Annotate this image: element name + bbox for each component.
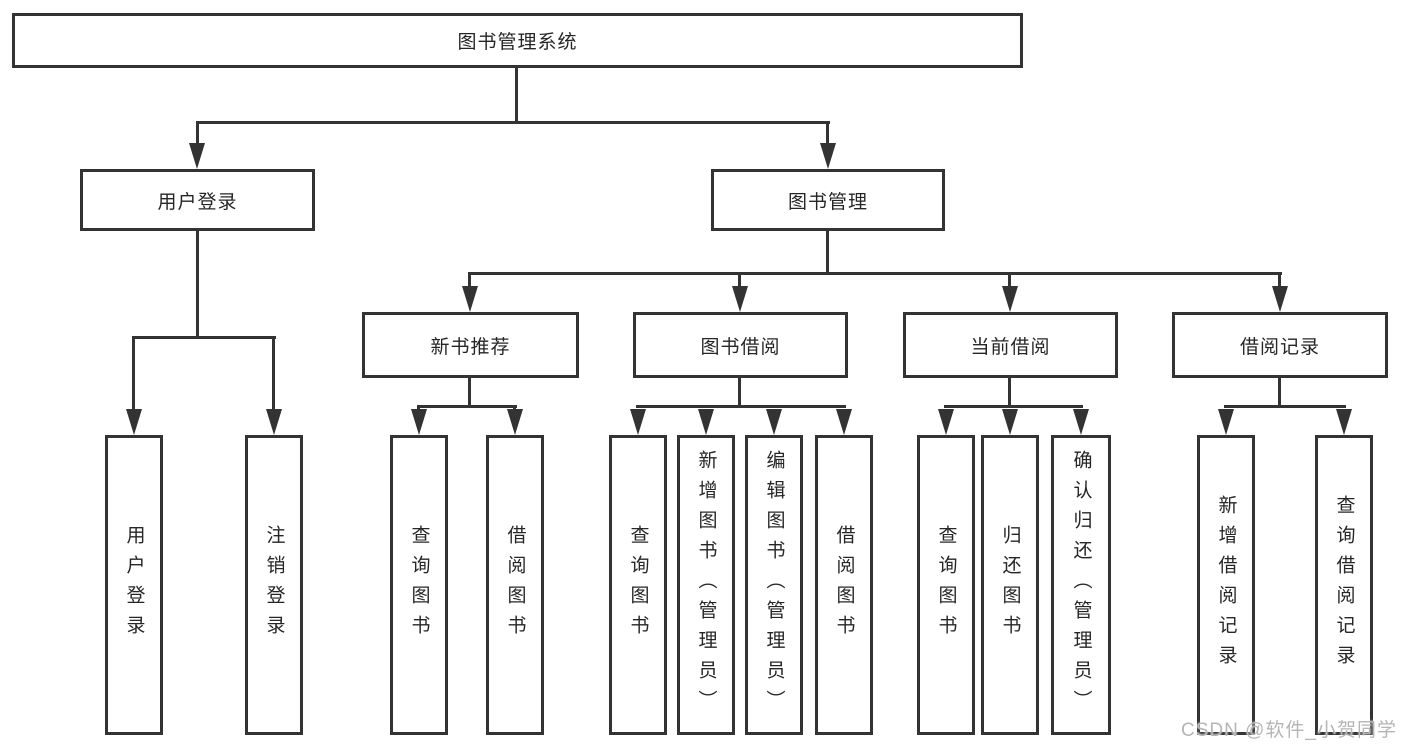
node-label: 确认归还（管理员） <box>1070 450 1092 720</box>
arrow-down-icon <box>411 409 427 435</box>
node-label: 查询图书 <box>408 525 430 645</box>
arrow-down-icon <box>126 409 142 435</box>
arrow-down-icon <box>938 409 954 435</box>
connector-root-rail <box>196 121 830 124</box>
node-label: 图书管理 <box>787 191 868 213</box>
connector-root-stem <box>515 68 518 124</box>
watermark: CSDN @软件_小贺同学 <box>1181 720 1397 741</box>
arrow-down-icon <box>836 409 852 435</box>
leaf-borrow-books-recommend: 借阅图书 <box>486 435 544 735</box>
connector-current-borrow-rail <box>944 405 1083 408</box>
connector-drop-book-borrow <box>738 272 741 292</box>
node-borrowing-records: 借阅记录 <box>1172 312 1388 378</box>
node-root-library-system: 图书管理系统 <box>12 13 1023 68</box>
leaf-query-borrow-record: 查询借阅记录 <box>1315 435 1373 735</box>
connector-book-mgmt-rail <box>468 272 1282 275</box>
node-new-book-recommend: 新书推荐 <box>362 312 579 378</box>
connector-borrow-record-rail <box>1224 405 1346 408</box>
connector-book-mgmt-stem <box>826 231 829 275</box>
connector-drop-leaf-user-login <box>132 336 135 414</box>
arrow-down-icon <box>698 409 714 435</box>
connector-drop-current-borrow <box>1008 272 1011 292</box>
leaf-add-book-admin: 新增图书（管理员） <box>677 435 735 735</box>
arrow-down-icon <box>266 409 282 435</box>
leaf-query-books-borrowing: 查询图书 <box>609 435 667 735</box>
connector-borrow-record-stem <box>1278 378 1281 408</box>
connector-current-borrow-stem <box>1008 378 1011 408</box>
connector-drop-new-book-rec <box>468 272 471 292</box>
node-label: 查询图书 <box>627 525 649 645</box>
node-label: 当前借阅 <box>970 336 1051 358</box>
leaf-confirm-return-admin: 确认归还（管理员） <box>1051 435 1111 735</box>
arrow-down-icon <box>1073 409 1089 435</box>
node-label: 图书借阅 <box>700 336 781 358</box>
leaf-query-books-current: 查询图书 <box>917 435 975 735</box>
node-label: 借阅图书 <box>833 525 855 645</box>
leaf-user-login: 用户登录 <box>105 435 163 735</box>
node-label: 借阅图书 <box>504 525 526 645</box>
arrow-down-icon <box>507 409 523 435</box>
arrow-down-icon <box>732 286 748 312</box>
leaf-add-borrow-record: 新增借阅记录 <box>1197 435 1255 735</box>
connector-drop-borrow-record <box>1278 272 1281 292</box>
node-book-borrowing: 图书借阅 <box>633 312 848 378</box>
node-label: 新书推荐 <box>430 336 511 358</box>
connector-user-login-rail <box>132 336 276 339</box>
arrow-down-icon <box>1002 286 1018 312</box>
connector-book-borrow-stem <box>738 378 741 408</box>
arrow-down-icon <box>462 286 478 312</box>
arrow-down-icon <box>189 143 205 169</box>
connector-user-login-stem <box>196 231 199 339</box>
arrow-down-icon <box>1218 409 1234 435</box>
arrow-down-icon <box>766 409 782 435</box>
node-user-login: 用户登录 <box>80 169 315 231</box>
connector-new-book-rec-stem <box>468 378 471 408</box>
connector-drop-leaf-logout <box>272 336 275 414</box>
leaf-borrow-books-borrowing: 借阅图书 <box>815 435 873 735</box>
connector-book-borrow-rail <box>636 405 846 408</box>
node-label: 借阅记录 <box>1239 336 1320 358</box>
leaf-edit-book-admin: 编辑图书（管理员） <box>745 435 803 735</box>
connector-new-book-rec-rail <box>417 405 517 408</box>
node-label: 编辑图书（管理员） <box>763 450 785 720</box>
leaf-query-books-recommend: 查询图书 <box>390 435 448 735</box>
leaf-return-book: 归还图书 <box>981 435 1039 735</box>
connector-drop-user-login <box>196 121 199 149</box>
node-label: 查询图书 <box>935 525 957 645</box>
arrow-down-icon <box>1002 409 1018 435</box>
arrow-down-icon <box>820 143 836 169</box>
node-book-management: 图书管理 <box>711 169 945 231</box>
leaf-logout: 注销登录 <box>245 435 303 735</box>
node-label: 用户登录 <box>123 525 145 645</box>
node-label: 归还图书 <box>999 525 1021 645</box>
node-current-borrowing: 当前借阅 <box>903 312 1118 378</box>
arrow-down-icon <box>1272 286 1288 312</box>
node-label: 新增图书（管理员） <box>695 450 717 720</box>
node-label: 查询借阅记录 <box>1333 495 1355 675</box>
node-label: 新增借阅记录 <box>1215 495 1237 675</box>
arrow-down-icon <box>1336 409 1352 435</box>
node-label: 用户登录 <box>157 191 238 213</box>
node-label: 注销登录 <box>263 525 285 645</box>
node-label: 图书管理系统 <box>457 32 578 53</box>
connector-drop-book-mgmt <box>826 121 829 149</box>
arrow-down-icon <box>630 409 646 435</box>
